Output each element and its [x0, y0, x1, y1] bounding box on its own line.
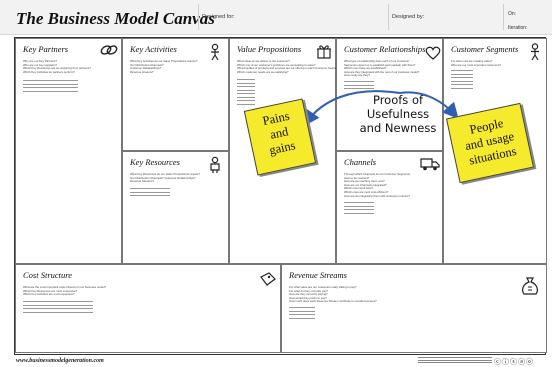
- arrow-to-pains-gains: [303, 90, 401, 127]
- key-resources-heading: Key Resources: [130, 157, 180, 167]
- example-list: [130, 188, 170, 199]
- question-text: How much does each Revenue Stream contri…: [289, 299, 377, 304]
- question-text: want to be reached?: [344, 175, 370, 180]
- factory-worker-icon: [207, 156, 223, 178]
- question-text: Our Distribution Channels?: [130, 62, 164, 67]
- business-model-canvas: Key Partners Who are our Key Partners? W…: [14, 37, 547, 355]
- question-text: What bundles of products and services ar…: [237, 66, 341, 71]
- key-resources-block: Key Resources What Key Resources do our …: [122, 151, 229, 264]
- question-text: How are we reaching them now?: [344, 179, 385, 184]
- question-text: How are they currently paying?: [289, 292, 328, 297]
- question-text: For what do they currently pay?: [289, 288, 329, 293]
- footer-url[interactable]: www.businessmodelgeneration.com: [16, 358, 104, 364]
- question-text: Revenue streams?: [130, 69, 154, 74]
- question-text: What Key Activities do our Value Proposi…: [130, 59, 198, 63]
- header-divider: [388, 4, 389, 30]
- question-text: Who are our key suppliers?: [23, 62, 58, 67]
- example-list: [451, 70, 473, 91]
- question-text: Who are our Key Partners?: [23, 59, 57, 63]
- question-text: Revenue Streams?: [130, 179, 154, 184]
- iteration-label: Iteration:: [508, 25, 528, 31]
- key-activities-heading: Key Activities: [130, 44, 177, 54]
- canvas-header: The Business Model Canvas Designed for: …: [0, 0, 552, 35]
- customer-relationships-heading: Customer Relationships: [344, 44, 426, 54]
- truck-icon: [420, 156, 440, 175]
- question-text: Which ones are most cost-efficient?: [344, 189, 389, 194]
- question-text: Segments expect us to establish and main…: [344, 62, 416, 67]
- question-text: Which ones have we established?: [344, 66, 387, 71]
- question-text: How are our Channels integrated?: [344, 182, 387, 187]
- canvas-title: The Business Model Canvas: [16, 9, 215, 28]
- question-text: Which Key Resources are we acquiring fro…: [23, 66, 91, 71]
- question-text: How would they prefer to pay?: [289, 295, 327, 300]
- question-text: Through which Channels do our Customer S…: [344, 172, 410, 176]
- question-text: What type of relationship does each of o…: [344, 59, 410, 63]
- question-text: How costly are they?: [344, 73, 370, 78]
- question-text: Which customer needs are we satisfying?: [237, 69, 289, 74]
- question-text: Which one of our customer's problems are…: [237, 62, 316, 67]
- channels-heading: Channels: [344, 157, 377, 167]
- question-text: What are the most important costs inhere…: [23, 285, 107, 289]
- price-tag-icon: [259, 271, 277, 291]
- question-text: How are we integrating them with custome…: [344, 193, 410, 198]
- customer-segments-heading: Customer Segments: [451, 44, 519, 54]
- question-text: What value do we deliver to the customer…: [237, 59, 290, 63]
- question-text: For what value are our customers really …: [289, 285, 357, 289]
- key-partners-heading: Key Partners: [23, 44, 69, 54]
- example-list: [23, 80, 78, 94]
- question-text: Customer Relationships?: [130, 66, 162, 71]
- question-text: Which ones work best?: [344, 186, 373, 191]
- value-propositions-heading: Value Propositions: [237, 44, 302, 54]
- person-icon: [528, 43, 542, 65]
- example-list: [23, 301, 93, 315]
- cost-structure-heading: Cost Structure: [23, 270, 73, 280]
- worker-icon: [207, 43, 223, 65]
- key-partners-block: Key Partners Who are our Key Partners? W…: [15, 38, 122, 264]
- proofs-callout: Proofs of Usefulness and Newness: [338, 93, 458, 135]
- callout-line: Proofs of: [372, 93, 424, 107]
- question-text: For whom are we creating value?: [451, 59, 493, 63]
- question-text: What Key Resources do our Value Proposit…: [130, 172, 200, 176]
- channels-block: Channels Through which Channels do our C…: [336, 151, 443, 264]
- date-label: On:: [508, 11, 517, 17]
- question-text: Which Key Activities are most expensive?: [23, 292, 75, 297]
- key-activities-block: Key Activities What Key Activities do ou…: [122, 38, 229, 151]
- question-text: How are they integrated with the rest of…: [344, 69, 420, 74]
- example-list: [289, 307, 315, 321]
- callout-line: and Newness: [359, 121, 437, 135]
- example-list: [344, 202, 374, 216]
- header-divider: [503, 4, 504, 30]
- example-list: [344, 81, 374, 92]
- license-fineprint: [418, 357, 492, 365]
- money-bag-icon: [519, 275, 541, 301]
- creative-commons-icon: ⓒⓘⓢⓐⓞ: [494, 359, 534, 366]
- revenue-streams-heading: Revenue Streams: [289, 270, 347, 280]
- callout-line: Usefulness: [366, 107, 430, 121]
- cost-structure-block: Cost Structure What are the most importa…: [15, 264, 281, 353]
- question-text: Who are our most important customers?: [451, 62, 501, 67]
- gift-icon: [316, 43, 332, 63]
- arrow-to-people-usage: [399, 91, 459, 119]
- question-text: Which Key Activities do partners perform…: [23, 69, 75, 74]
- chain-link-icon: [100, 42, 118, 62]
- designed-for-label: Designed for:: [202, 14, 235, 20]
- revenue-streams-block: Revenue Streams For what value are our c…: [281, 264, 547, 353]
- example-list: [237, 79, 255, 107]
- designed-by-label: Designed by:: [392, 14, 425, 20]
- question-text: Our Distribution Channels? Customer Rela…: [130, 175, 196, 180]
- question-text: Which Key Resources are most expensive?: [23, 288, 78, 293]
- header-divider: [198, 4, 199, 30]
- heart-icon: [425, 45, 441, 64]
